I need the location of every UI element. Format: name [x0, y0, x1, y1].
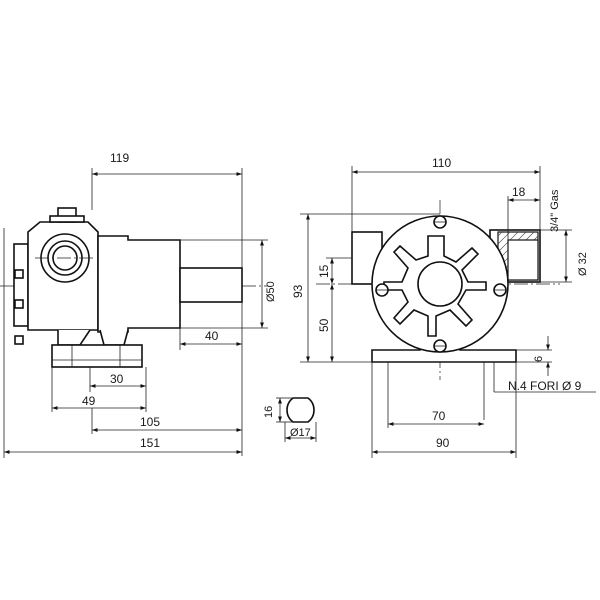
dim-105-label: 105	[140, 415, 160, 429]
dim-110-label: 110	[432, 156, 451, 170]
side-bracket	[57, 329, 91, 346]
dim-70-label: 70	[432, 409, 446, 423]
dim-151-label: 151	[140, 436, 160, 450]
side-bolt-top	[14, 269, 24, 279]
dim-thread-label: 3/4" Gas	[549, 189, 561, 232]
dim-49-label: 49	[82, 394, 96, 408]
dim-15-label: 15	[317, 264, 331, 278]
front-hub	[417, 261, 463, 307]
dim-16-label: 16	[263, 406, 275, 418]
shaft-section-profile	[286, 397, 315, 423]
side-foot	[51, 344, 143, 368]
dim-119-label: 119	[110, 151, 129, 165]
side-top-plate	[49, 215, 85, 223]
dim-50-label: 50	[317, 318, 331, 332]
dim-90-label: 90	[436, 436, 450, 450]
front-screws	[375, 215, 507, 353]
side-bolt-mid	[14, 299, 24, 309]
dim-32-label: Ø 32	[577, 252, 589, 276]
front-view: 110 18 3/4" Gas Ø 32 93 15 50 6	[291, 156, 596, 458]
dim-holes-label: N.4 FORI Ø 9	[508, 379, 582, 393]
side-view: 119 Ø50 40 30 49 105 151	[0, 151, 277, 458]
dim-30-label: 30	[110, 372, 124, 386]
dim-17-label: Ø17	[290, 427, 311, 439]
side-bracket-2	[99, 329, 129, 346]
dim-6-label: 6	[533, 356, 545, 362]
dim-d50-label: Ø50	[265, 281, 277, 302]
dim-18-label: 18	[512, 185, 526, 199]
front-impeller	[383, 235, 487, 337]
side-bolt-low	[14, 335, 24, 345]
side-rear-cover	[13, 243, 29, 327]
dim-40-label: 40	[205, 329, 219, 343]
side-shaft	[179, 267, 243, 303]
side-bearing-housing	[97, 235, 181, 333]
shaft-section: 16 Ø17	[263, 397, 317, 442]
dim-93-label: 93	[291, 284, 305, 298]
